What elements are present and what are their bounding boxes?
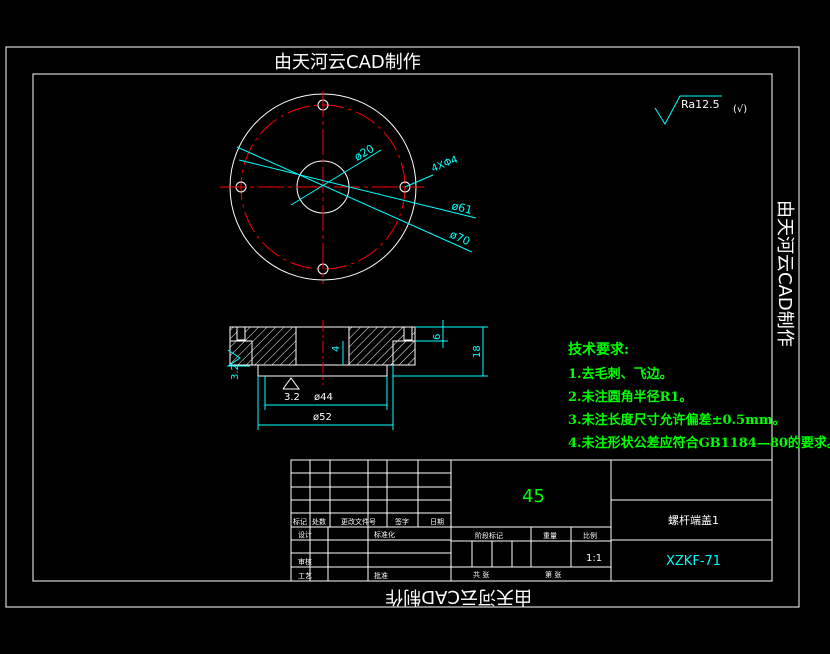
standardization-label: 标准化 (374, 530, 395, 539)
row-label-design: 设计 (298, 530, 312, 539)
row-label-process: 工艺 (298, 572, 312, 580)
sheet-total: 共 张 (473, 570, 489, 579)
dim-d44: ø44 (314, 392, 333, 403)
header-label-3: 签字 (395, 517, 409, 526)
drawing-number: XZKF-71 (666, 554, 721, 569)
part-name: 螺杆端盖1 (668, 513, 719, 527)
section-view: 6 18 4 3.2 3.2 ø44 ø52 (226, 320, 488, 430)
sheet-num: 第 张 (545, 570, 561, 579)
header-label-4: 日期 (430, 518, 444, 526)
title-block (290, 459, 773, 582)
outer-frame (5, 46, 800, 608)
section-hole-left (236, 326, 246, 341)
scale-label: 比例 (583, 531, 597, 540)
dim-4xd4: 4XΦ4 (430, 154, 460, 174)
dim-roughness-left: 3.2 (230, 364, 241, 380)
note-3: 3.未注长度尺寸允许偏差±0.5mm。 (568, 412, 786, 428)
leader-d70 (236, 146, 473, 253)
note-4: 4.未注形状公差应符合GB1184—80的要求。 (568, 435, 830, 451)
dim-d52: ø52 (313, 412, 332, 423)
leader-4xd4 (404, 174, 434, 188)
dim-depth: 4 (331, 346, 342, 352)
header-label-1: 处数 (312, 517, 326, 526)
leader-d20 (290, 149, 382, 206)
roughness-suffix: (√) (733, 104, 747, 115)
watermark-bottom: 由天河云CAD制作 (385, 586, 532, 607)
roughness-label: Ra12.5 (681, 98, 720, 111)
weight-label: 重量 (543, 532, 557, 540)
dim-roughness-bottom: 3.2 (284, 392, 300, 403)
section-hole-right (403, 326, 413, 341)
dim-d70: ø70 (448, 228, 472, 248)
scale-value: 1:1 (586, 553, 602, 564)
top-view: ø20 4XΦ4 ø61 ø70 (220, 91, 477, 284)
technical-notes: 技术要求: 1.去毛刺、飞边。 2.未注圆角半径R1。 3.未注长度尺寸允许偏差… (568, 341, 830, 451)
watermark-top: 由天河云CAD制作 (274, 52, 421, 73)
watermark-right: 由天河云CAD制作 (774, 200, 795, 347)
approval-label: 批准 (374, 571, 388, 580)
notes-heading: 技术要求: (568, 341, 629, 358)
material: 45 (522, 486, 545, 507)
note-1: 1.去毛刺、飞边。 (568, 366, 673, 382)
dim-step: 6 (432, 334, 443, 340)
note-2: 2.未注圆角半径R1。 (568, 389, 692, 405)
roughness-symbol-bottom (282, 377, 300, 390)
section-hatch-left (229, 326, 297, 366)
row-label-review: 审核 (298, 557, 312, 566)
header-label-2: 更改文件号 (341, 517, 376, 526)
surface-finish-symbol: Ra12.5 (√) (654, 95, 747, 125)
header-label-0: 标记 (293, 517, 307, 526)
leader-d61 (238, 159, 477, 219)
dim-height: 18 (472, 345, 483, 358)
roughness-symbol-left (226, 349, 250, 367)
dim-d61: ø61 (450, 199, 473, 217)
stage-label: 阶段标记 (475, 531, 503, 540)
